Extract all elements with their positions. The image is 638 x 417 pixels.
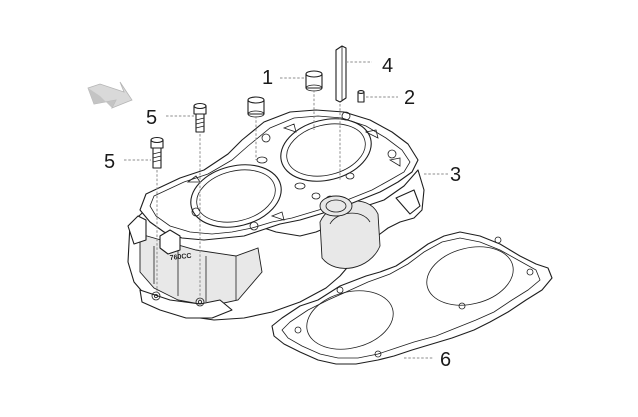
- callout-5-lower: 5: [104, 151, 115, 173]
- callout-2: 2: [404, 87, 415, 109]
- callout-5-upper: 5: [146, 107, 157, 129]
- callout-6: 6: [440, 349, 451, 371]
- small-pin: [357, 90, 365, 103]
- leader-lines: [124, 61, 448, 359]
- cylinder-block: [127, 109, 425, 321]
- callout-4: 4: [382, 55, 393, 77]
- displacement-stamp: 760CC: [169, 253, 191, 262]
- dowel-sleeve-lower: [247, 96, 265, 118]
- bolt-lower: [150, 136, 164, 169]
- guide-rail: [335, 45, 347, 103]
- direction-arrow-icon: [87, 81, 133, 109]
- callout-labels: 1 2 3 4 5 5 6: [104, 55, 461, 371]
- dowel-sleeve-upper: [305, 70, 323, 92]
- base-gasket: [271, 231, 553, 365]
- callout-3: 3: [450, 164, 461, 186]
- callout-1: 1: [262, 67, 273, 89]
- bolt-upper: [193, 102, 207, 133]
- cast-marking: 760CC: [169, 253, 191, 262]
